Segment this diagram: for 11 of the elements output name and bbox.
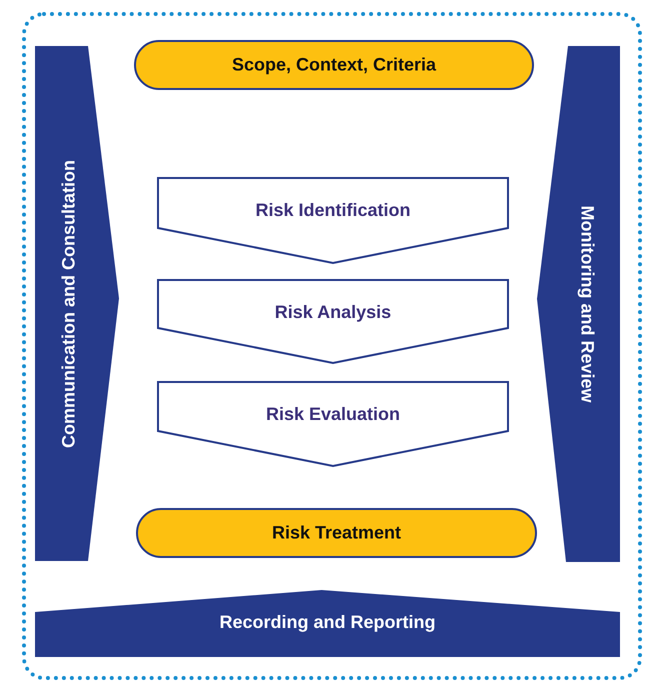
band-label: Monitoring and Review bbox=[576, 206, 598, 402]
band-label: Recording and Reporting bbox=[220, 612, 436, 633]
step-label: Risk Evaluation bbox=[266, 404, 400, 425]
step-label: Risk Treatment bbox=[272, 522, 402, 544]
step-label: Risk Identification bbox=[255, 200, 411, 221]
step-label: Risk Analysis bbox=[274, 302, 392, 323]
dotted-frame bbox=[22, 12, 642, 680]
step-pill bbox=[134, 40, 534, 90]
step-pill bbox=[136, 508, 537, 558]
band-label: Communication and Consultation bbox=[58, 160, 80, 448]
step-label: Scope, Context, Criteria bbox=[232, 54, 436, 76]
